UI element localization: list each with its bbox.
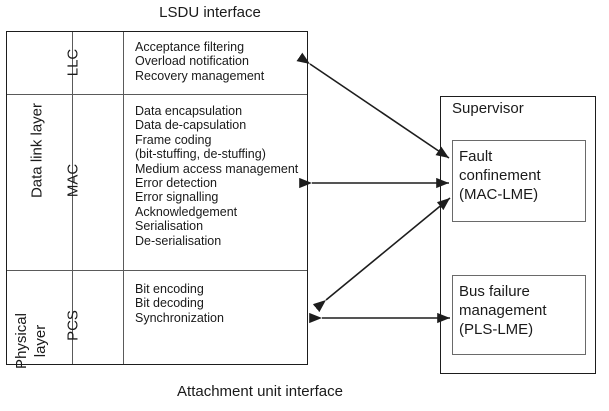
- fault-confinement-line3: (MAC-LME): [459, 186, 539, 203]
- arrow-pcs-to-fault-confinement: [312, 197, 451, 313]
- mac-function-item: Data de-capsulation: [135, 118, 247, 133]
- rule-sublayer-functions: [123, 32, 124, 364]
- mac-function-item: Error detection: [135, 176, 217, 191]
- fault-confinement-box: Fault confinement (MAC-LME): [452, 140, 586, 222]
- bus-failure-line2: management: [459, 302, 547, 319]
- mac-function-item: Acknowledgement: [135, 204, 238, 219]
- pcs-function-item: Bit encoding: [135, 282, 204, 296]
- rule-layer-sublayer: [72, 32, 73, 364]
- mac-function-item: De-serialisation: [135, 233, 222, 248]
- mac-function-item: Error signalling: [135, 190, 219, 205]
- llc-function-item: Recovery management: [135, 68, 265, 83]
- pcs-function-item: Bit decoding: [135, 296, 204, 311]
- attachment-unit-interface-caption: Attachment unit interface: [177, 383, 343, 400]
- llc-function-list: Acceptance filtering Overload notificati…: [135, 40, 264, 83]
- llc-function-item: Acceptance filtering: [135, 40, 245, 54]
- arrow-llc-to-fault-confinement: [296, 52, 450, 159]
- mac-function-list: Data encapsulation Data de-capsulation F…: [135, 104, 298, 248]
- mac-function-item: Data encapsulation: [135, 104, 243, 118]
- fault-confinement-line2: confinement: [459, 167, 541, 184]
- mac-function-item: Medium access management: [135, 161, 299, 176]
- bus-failure-line1: Bus failure: [459, 283, 530, 300]
- lsdu-interface-caption: LSDU interface: [159, 4, 261, 21]
- llc-function-item: Overload notification: [135, 54, 249, 69]
- pcs-function-item: Synchronization: [135, 310, 224, 325]
- bus-failure-line3: (PLS-LME): [459, 321, 534, 338]
- mac-function-item: Frame coding: [135, 132, 212, 147]
- fault-confinement-label: Fault confinement (MAC-LME): [459, 147, 541, 204]
- bus-failure-management-box: Bus failure management (PLS-LME): [452, 275, 586, 355]
- rule-llc-mac: [7, 94, 307, 95]
- mac-function-item: (bit-stuffing, de-stuffing): [135, 147, 266, 162]
- supervisor-title: Supervisor: [452, 100, 524, 117]
- pcs-function-list: Bit encoding Bit decoding Synchronizatio…: [135, 282, 224, 325]
- fault-confinement-line1: Fault: [459, 148, 493, 165]
- bus-failure-label: Bus failure management (PLS-LME): [459, 282, 547, 339]
- mac-function-item: Serialisation: [135, 219, 204, 234]
- rule-mac-pcs: [7, 270, 307, 271]
